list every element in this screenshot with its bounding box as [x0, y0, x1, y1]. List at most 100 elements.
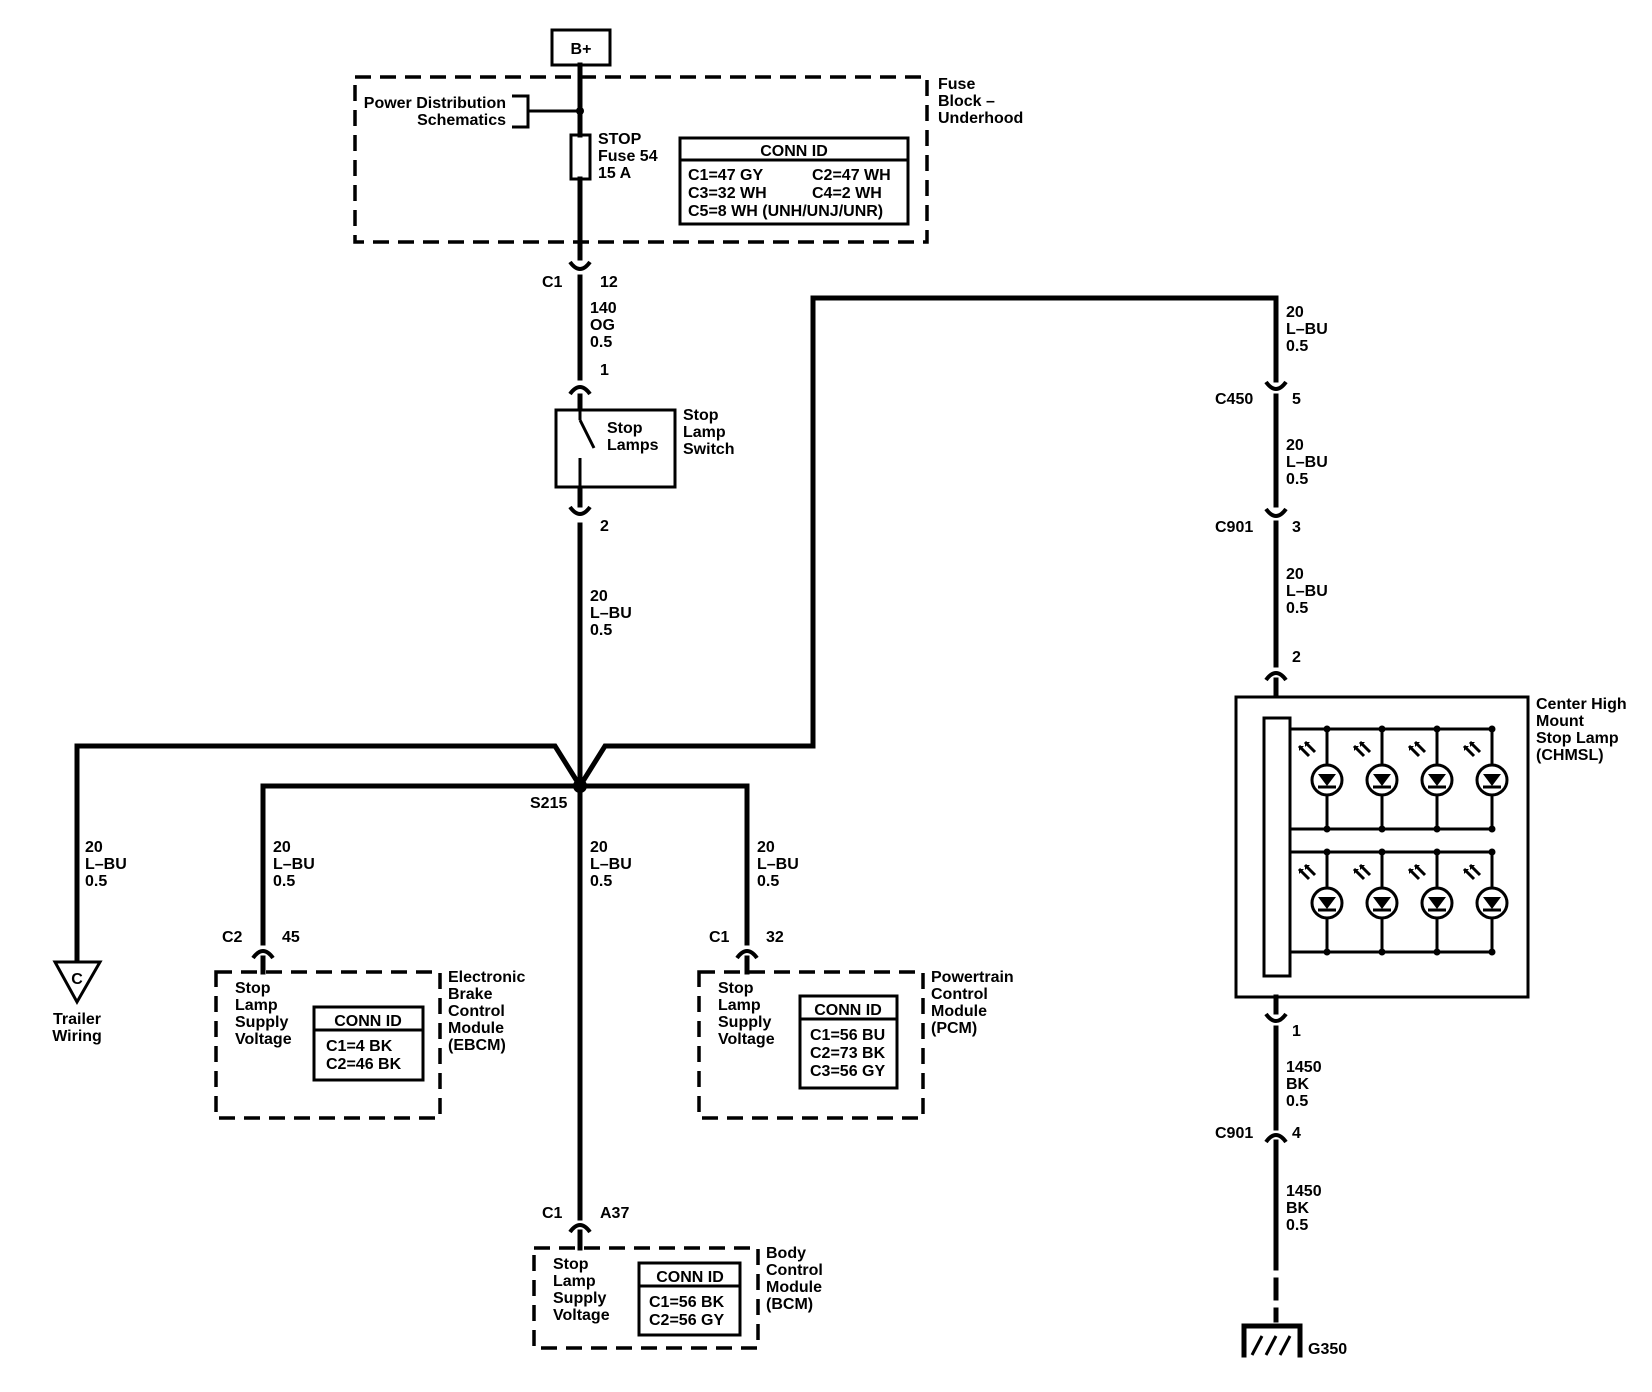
switch-title: Switch — [683, 441, 735, 458]
led-light-arrowhead — [1470, 742, 1475, 747]
conn-id-header: CONN ID — [656, 1269, 724, 1286]
connector-name: C2 — [222, 929, 243, 946]
led-diode-triangle — [1483, 774, 1501, 786]
led-light-arrowhead — [1299, 746, 1304, 751]
led-light-arrowhead — [1305, 742, 1310, 747]
conn-id-header: CONN ID — [814, 1002, 882, 1019]
splice-branches — [74, 295, 1279, 1221]
conn-id-cell: C4=2 WH — [812, 185, 882, 202]
conn-id-cell: C5=8 WH (UNH/UNJ/UNR) — [688, 203, 883, 220]
led-light-arrowhead — [1464, 746, 1469, 751]
connector-pin: 1 — [600, 362, 609, 379]
conn-id-cell: C1=56 BU — [810, 1027, 885, 1044]
wire-label: 20 — [590, 839, 608, 856]
led-diode-triangle — [1428, 774, 1446, 786]
wire-label: BK — [1286, 1200, 1310, 1217]
bcm-title: Body — [766, 1245, 806, 1262]
wire-label: 20 — [85, 839, 103, 856]
wire-label: 0.5 — [273, 873, 295, 890]
led-diode-triangle — [1483, 897, 1501, 909]
led-diode-triangle — [1318, 774, 1336, 786]
wire-to-trailer — [74, 743, 584, 963]
connector-c901-top: C901 3 — [1215, 507, 1301, 668]
fuse-54-symbol — [569, 133, 592, 181]
power-distribution-bracket — [512, 94, 530, 129]
wire-label: 0.5 — [85, 873, 107, 890]
connector-chmsl-out: 1 — [1264, 994, 1301, 1131]
conn-id-cell: C2=73 BK — [810, 1045, 886, 1062]
led-light-arrowhead — [1409, 746, 1414, 751]
wire-label: BK — [1286, 1076, 1310, 1093]
led-light-arrowhead — [1470, 865, 1475, 870]
wire-label: 20 — [273, 839, 291, 856]
wire-label: 0.5 — [590, 873, 612, 890]
connector-switch-pin-1: 1 — [568, 362, 609, 396]
wire-label: 0.5 — [1286, 471, 1308, 488]
ebcm-title: Brake — [448, 986, 493, 1003]
led-diode-triangle — [1373, 774, 1391, 786]
conn-id-cell: C1=56 BK — [649, 1294, 725, 1311]
pcm-title: Powertrain — [931, 969, 1014, 986]
bcm-module: Stop Lamp Supply Voltage CONN ID C1=56 B… — [532, 1245, 823, 1350]
bcm-inner-label: Voltage — [553, 1307, 610, 1324]
ebcm-module: Stop Lamp Supply Voltage CONN ID C1=4 BK… — [214, 969, 525, 1120]
ebcm-inner-label: Supply — [235, 1014, 288, 1031]
battery-positive-source: B+ — [550, 28, 612, 67]
wire-label: L–BU — [1286, 583, 1328, 600]
connector-pin: 3 — [1292, 519, 1301, 536]
ground-label: G350 — [1308, 1341, 1347, 1358]
wire-label: L–BU — [757, 856, 799, 873]
wire-label: 20 — [590, 588, 608, 605]
switch-contact — [578, 419, 596, 449]
power-distribution-label-2: Schematics — [417, 112, 506, 129]
wire-label: OG — [590, 317, 615, 334]
connector-pin: 1 — [1292, 1023, 1301, 1040]
connector-name: C901 — [1215, 519, 1253, 536]
wire-label: 0.5 — [1286, 600, 1308, 617]
switch-title: Lamp — [683, 424, 726, 441]
connector-pin: 2 — [1292, 649, 1301, 666]
fuse-block-title-3: Underhood — [938, 110, 1023, 127]
wire-to-chmsl — [576, 295, 1279, 790]
ground-g350: G350 — [1241, 1323, 1347, 1358]
fuse-label-2: Fuse 54 — [598, 148, 658, 165]
wire-label: L–BU — [590, 605, 632, 622]
connector-name: C1 — [542, 274, 563, 291]
pcm-inner-label: Lamp — [718, 997, 761, 1014]
bcm-inner-label: Supply — [553, 1290, 606, 1307]
switch-inner-label: Stop — [607, 420, 643, 437]
wire-label: 0.5 — [1286, 1217, 1308, 1234]
led-light-arrowhead — [1415, 865, 1420, 870]
led-light-arrowhead — [1360, 742, 1365, 747]
connector-c450: C450 5 — [1215, 359, 1301, 508]
wire-label: L–BU — [1286, 454, 1328, 471]
power-distribution-label-1: Power Distribution — [364, 95, 506, 112]
chmsl-circuit-board — [1262, 716, 1292, 978]
wire-label: L–BU — [590, 856, 632, 873]
pcm-inner-label: Supply — [718, 1014, 771, 1031]
wire-label: 20 — [1286, 304, 1304, 321]
connector-name: C1 — [542, 1205, 563, 1222]
connector-pin: 5 — [1292, 391, 1301, 408]
switch-title: Stop — [683, 407, 719, 424]
pcm-title: Control — [931, 986, 988, 1003]
chmsl-title: (CHMSL) — [1536, 747, 1604, 764]
switch-inner-label: Lamps — [607, 437, 659, 454]
wire-label: 0.5 — [590, 334, 612, 351]
b-plus-label: B+ — [571, 41, 592, 58]
wire-bus-ebcm-pcm — [260, 783, 750, 946]
pcm-inner-label: Stop — [718, 980, 754, 997]
wire-label: 0.5 — [1286, 1093, 1308, 1110]
pcm-module: Stop Lamp Supply Voltage CONN ID C1=56 B… — [697, 969, 1014, 1120]
led-light-arrowhead — [1409, 869, 1414, 874]
conn-id-cell: C3=32 WH — [688, 185, 767, 202]
connector-c1-pin-12: C1 12 — [542, 260, 618, 291]
connector-pin: A37 — [600, 1205, 629, 1222]
trailer-letter: C — [71, 971, 83, 988]
connector-ebcm: C2 45 — [222, 929, 300, 975]
fuse-label-1: STOP — [598, 131, 642, 148]
fuse-label-3: 15 A — [598, 165, 632, 182]
wire-label: 1450 — [1286, 1183, 1322, 1200]
trailer-wiring-connector: C Trailer Wiring — [52, 960, 103, 1045]
led-diode-triangle — [1428, 897, 1446, 909]
